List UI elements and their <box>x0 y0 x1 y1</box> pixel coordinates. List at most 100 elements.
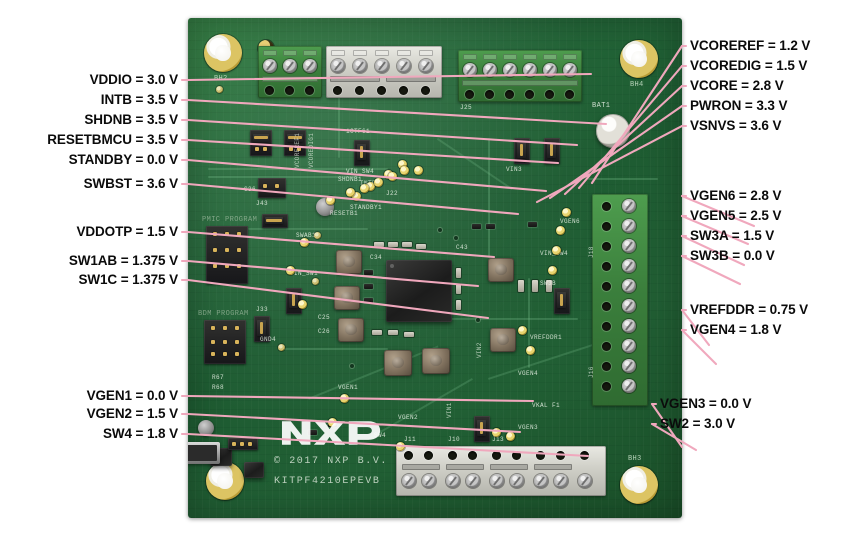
terminal-block-top-white[interactable] <box>326 46 442 98</box>
terminal-block-j23-green[interactable] <box>458 50 582 102</box>
inductor-l7 <box>490 328 516 352</box>
jumper-header-vin3[interactable] <box>514 138 530 164</box>
silk-tp-vin1: VIN1 <box>446 402 453 418</box>
silk-r68: R68 <box>212 384 225 391</box>
callout-sw3a: SW3A = 1.5 V <box>690 228 775 243</box>
jumper-header-vin2[interactable] <box>544 138 560 164</box>
silk-vin-swa: VIN_SW4 <box>346 168 375 175</box>
silk-j13: J13 <box>492 436 505 443</box>
terminal-block-j25-green[interactable] <box>258 46 322 98</box>
test-point-intb[interactable] <box>414 166 423 175</box>
silk-tp-resetb: RESETB1 <box>330 210 359 217</box>
jumper-header-pmic-program[interactable] <box>206 226 248 284</box>
silk-j43: J43 <box>256 200 269 207</box>
test-point-sw1ab[interactable] <box>286 266 295 275</box>
test-point-pwron[interactable] <box>360 184 369 193</box>
silk-j11: J11 <box>404 436 417 443</box>
silk-c25: C25 <box>318 314 331 321</box>
crystal-oscillator <box>244 462 264 478</box>
test-point-vsnvs[interactable] <box>346 188 355 197</box>
test-point-vcoreref[interactable] <box>400 166 409 175</box>
jumper-header-standby[interactable] <box>262 214 288 228</box>
silk-j16: J16 <box>588 366 595 378</box>
test-point-swbst[interactable] <box>326 196 335 205</box>
test-point-vin-sw1[interactable] <box>312 278 319 285</box>
test-point-vcore[interactable] <box>374 178 383 187</box>
callout-vgen2: VGEN2 = 1.5 V <box>86 406 178 421</box>
inductor-l5 <box>422 348 450 374</box>
jumper-header-vin-swa[interactable] <box>354 140 370 166</box>
mounting-hole-bh3 <box>620 466 658 504</box>
silk-pmic-program: PMIC PROGRAM <box>202 216 258 224</box>
silk-tp-j22: J22 <box>386 190 399 197</box>
callout-vddio: VDDIO = 3.0 V <box>89 72 178 87</box>
test-point-vgen5[interactable] <box>556 226 565 235</box>
test-point-vrefddr[interactable] <box>518 326 527 335</box>
test-point-sw4[interactable] <box>396 442 405 451</box>
mounting-hole-label-bh2: BH2 <box>214 75 228 83</box>
callout-standby: STANDBY = 0.0 V <box>68 152 179 167</box>
silk-tp-vgen3: VGEN3 <box>518 424 539 431</box>
silk-gnd4: GND4 <box>260 336 277 343</box>
silk-tp-vin3: VIN3 <box>506 166 523 173</box>
test-point-vcoredig[interactable] <box>388 172 397 181</box>
silk-j23: J25 <box>460 104 473 111</box>
silk-tp-vin2: VIN2 <box>476 342 483 358</box>
callout-vrefddr: VREFDDR = 0.75 V <box>690 302 809 317</box>
jumper-header-bdm-program[interactable] <box>204 320 246 364</box>
coin-cell-battery <box>596 114 630 148</box>
silk-c26: C26 <box>318 328 331 335</box>
jumper-header-j38[interactable] <box>250 130 272 156</box>
callout-sw1ab: SW1AB = 1.375 V <box>68 253 178 268</box>
test-point-sw3a[interactable] <box>552 246 561 255</box>
silk-j18: J18 <box>588 246 595 258</box>
test-point-vgen4[interactable] <box>526 346 535 355</box>
callout-sw2: SW2 = 3.0 V <box>660 416 736 431</box>
silk-tp-sw3: SW3B <box>540 280 557 287</box>
jumper-header-vrefddr[interactable] <box>554 288 570 314</box>
jumper-header-j43[interactable] <box>258 178 286 198</box>
silk-tp-vgen4: VGEN4 <box>518 370 539 377</box>
terminal-block-bottom-white[interactable] <box>396 446 606 496</box>
jumper-header-j33[interactable] <box>254 316 270 342</box>
silk-c36: C36 <box>244 186 257 193</box>
callout-vgen6: VGEN6 = 2.8 V <box>690 188 782 203</box>
pmic-main-ic <box>386 260 452 322</box>
test-point-sw3b[interactable] <box>548 266 557 275</box>
nxp-logo <box>280 416 388 450</box>
jumper-header-usb[interactable] <box>228 438 258 450</box>
test-point-sw2[interactable] <box>506 432 515 441</box>
inductor-l3 <box>338 318 364 342</box>
usb-micro-connector[interactable] <box>188 442 220 464</box>
test-point-gnd4[interactable] <box>278 344 285 351</box>
test-point-vgen1[interactable] <box>340 394 349 403</box>
callout-vgen4: VGEN4 = 1.8 V <box>690 322 782 337</box>
silk-1ctf61: 1CTF61 <box>346 128 371 135</box>
inductor-l1 <box>336 250 362 274</box>
callout-sw4: SW4 = 1.8 V <box>102 426 178 441</box>
test-point-vddotp[interactable] <box>300 238 309 247</box>
silk-bdm-program: BDM PROGRAM <box>198 310 249 318</box>
silk-tp-vgen1: VGEN1 <box>338 384 359 391</box>
silk-tp-vgen2: VGEN2 <box>398 414 419 421</box>
callout-shdnb: SHDNB = 3.5 V <box>84 112 178 127</box>
callout-vgen3: VGEN3 = 0.0 V <box>660 396 752 411</box>
callout-swbst: SWBST = 3.6 V <box>83 176 178 191</box>
board-part-number: KITPF4210EPEVB <box>274 476 381 487</box>
callout-vcoreref: VCOREREF = 1.2 V <box>690 38 811 53</box>
silk-tp-vkalf1: VKAL F1 <box>532 402 561 409</box>
test-point-swab1[interactable] <box>314 232 321 239</box>
callout-sw3b: SW3B = 0.0 V <box>690 248 775 263</box>
callout-intb: INTB = 3.5 V <box>100 92 178 107</box>
test-point-vgen3[interactable] <box>492 428 501 437</box>
test-point-sw1c[interactable] <box>298 300 307 309</box>
test-point-gnd1[interactable] <box>216 86 223 93</box>
board-copyright: © 2017 NXP B.V. <box>274 456 389 467</box>
terminal-block-j18-right[interactable] <box>592 194 648 406</box>
test-point-vgen6[interactable] <box>562 208 571 217</box>
inductor-l2 <box>334 286 360 310</box>
callout-vsnvs: VSNVS = 3.6 V <box>690 118 782 133</box>
callout-vgen5: VGEN5 = 2.5 V <box>690 208 782 223</box>
jumper-header-sw2[interactable] <box>474 416 490 442</box>
